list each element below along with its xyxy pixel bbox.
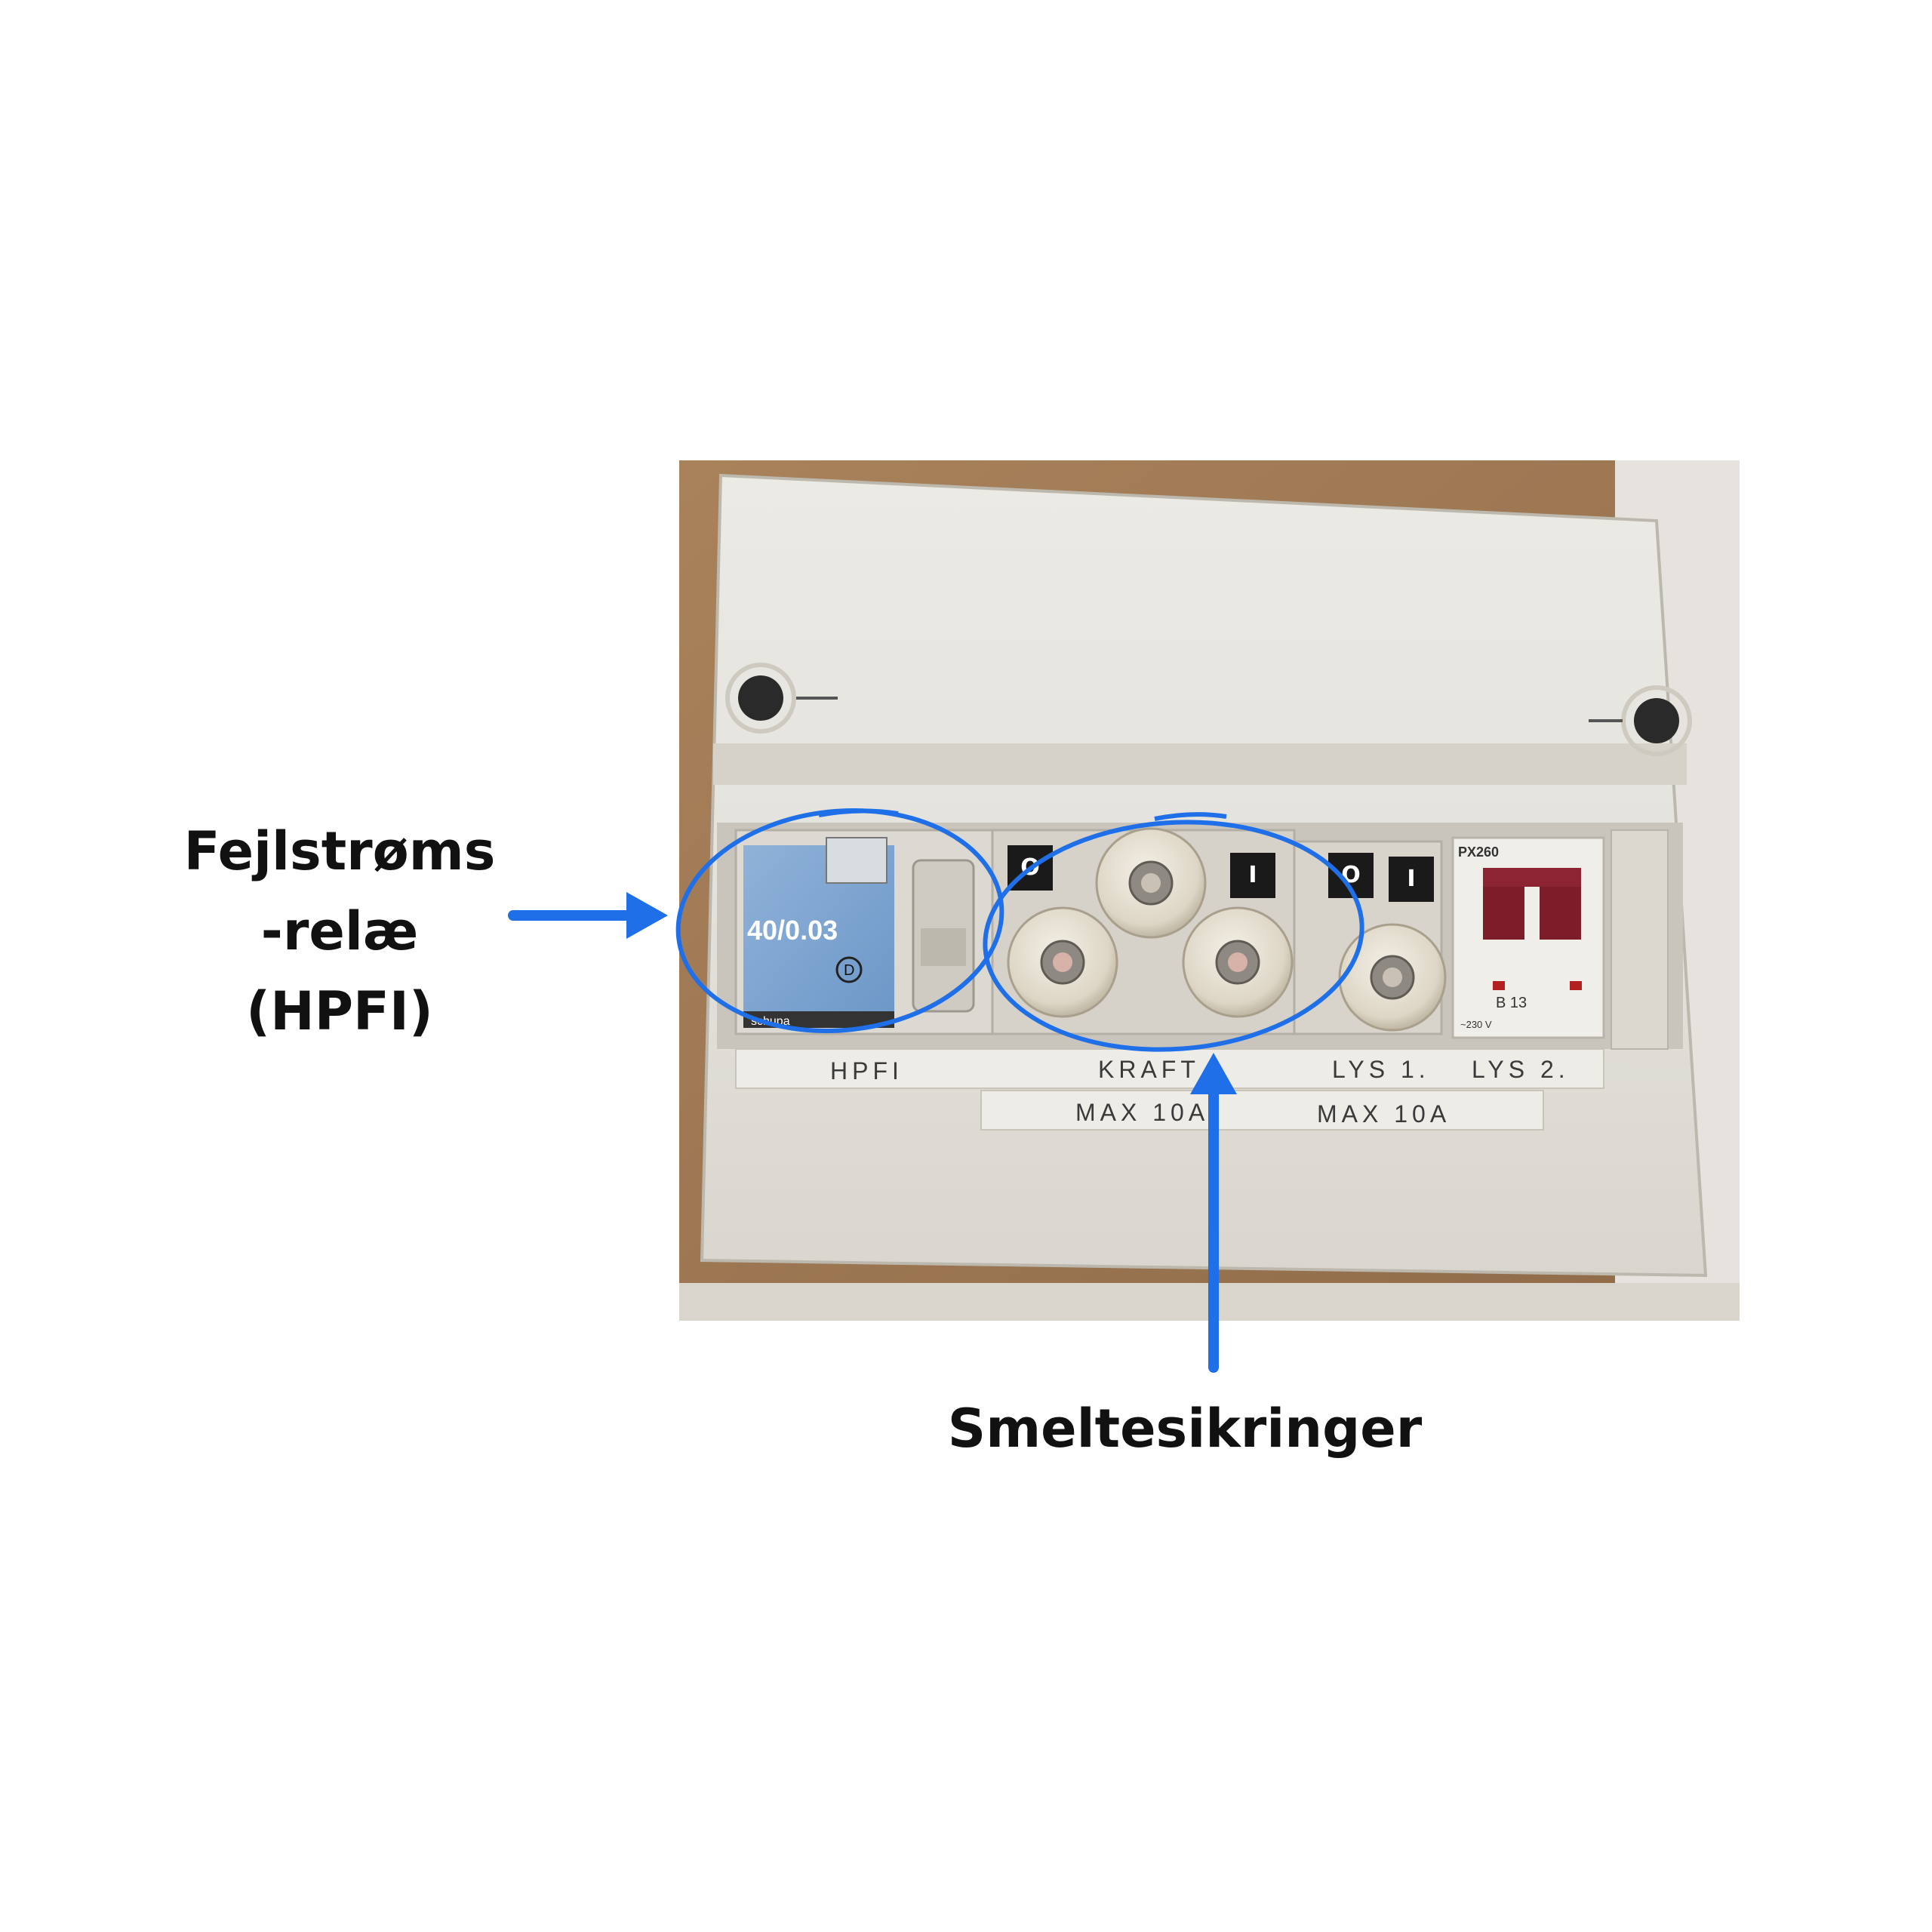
hpfi-label-line-2: -relæ <box>260 900 419 962</box>
highlight-ellipse-hpfi <box>675 808 1004 1033</box>
arrow-to-fuses <box>1190 1053 1237 1373</box>
label-kraft: KRAFT <box>1098 1056 1200 1083</box>
hpfi-label-line-1: Fejlstrøms <box>183 820 496 882</box>
mcb-voltage-text: ~230 V <box>1460 1019 1492 1030</box>
rcd-logo-letter: D <box>844 962 854 979</box>
mcb-curve-text: B 13 <box>1496 995 1527 1011</box>
screw-right <box>1634 698 1679 743</box>
screw-left <box>738 675 783 721</box>
switch-button-kraft-on[interactable]: I <box>1230 853 1275 898</box>
fuses-annotation-label: Smeltesikringer <box>947 1398 1423 1460</box>
hpfi-annotation-label: Fejlstrøms -relæ (HPFI) <box>136 811 543 1051</box>
mcb-model-text: PX260 <box>1458 844 1499 860</box>
fuse-knob-left[interactable] <box>1007 906 1118 1018</box>
fuse-knob-top[interactable] <box>1095 827 1207 939</box>
fuse-knob-right[interactable] <box>1182 906 1294 1018</box>
rcd-module <box>734 829 994 1035</box>
label-lys-max: MAX 10A <box>1317 1100 1451 1128</box>
mcb-module <box>1451 829 1669 1050</box>
arrow-to-hpfi <box>508 892 668 939</box>
hpfi-label-line-3: (HPFI) <box>246 980 433 1042</box>
label-kraft-max: MAX 10A <box>1075 1099 1209 1126</box>
switch-button-lys-on[interactable]: I <box>1389 857 1434 902</box>
highlight-ellipse-fuses <box>983 820 1364 1052</box>
label-hpfi: HPFI <box>830 1057 903 1084</box>
label-lys1: LYS 1. <box>1332 1056 1430 1083</box>
fuse-knob-lys1[interactable] <box>1338 923 1447 1032</box>
rcd-rating-text: 40/0.03 <box>747 915 838 946</box>
label-lys2: LYS 2. <box>1472 1056 1570 1083</box>
